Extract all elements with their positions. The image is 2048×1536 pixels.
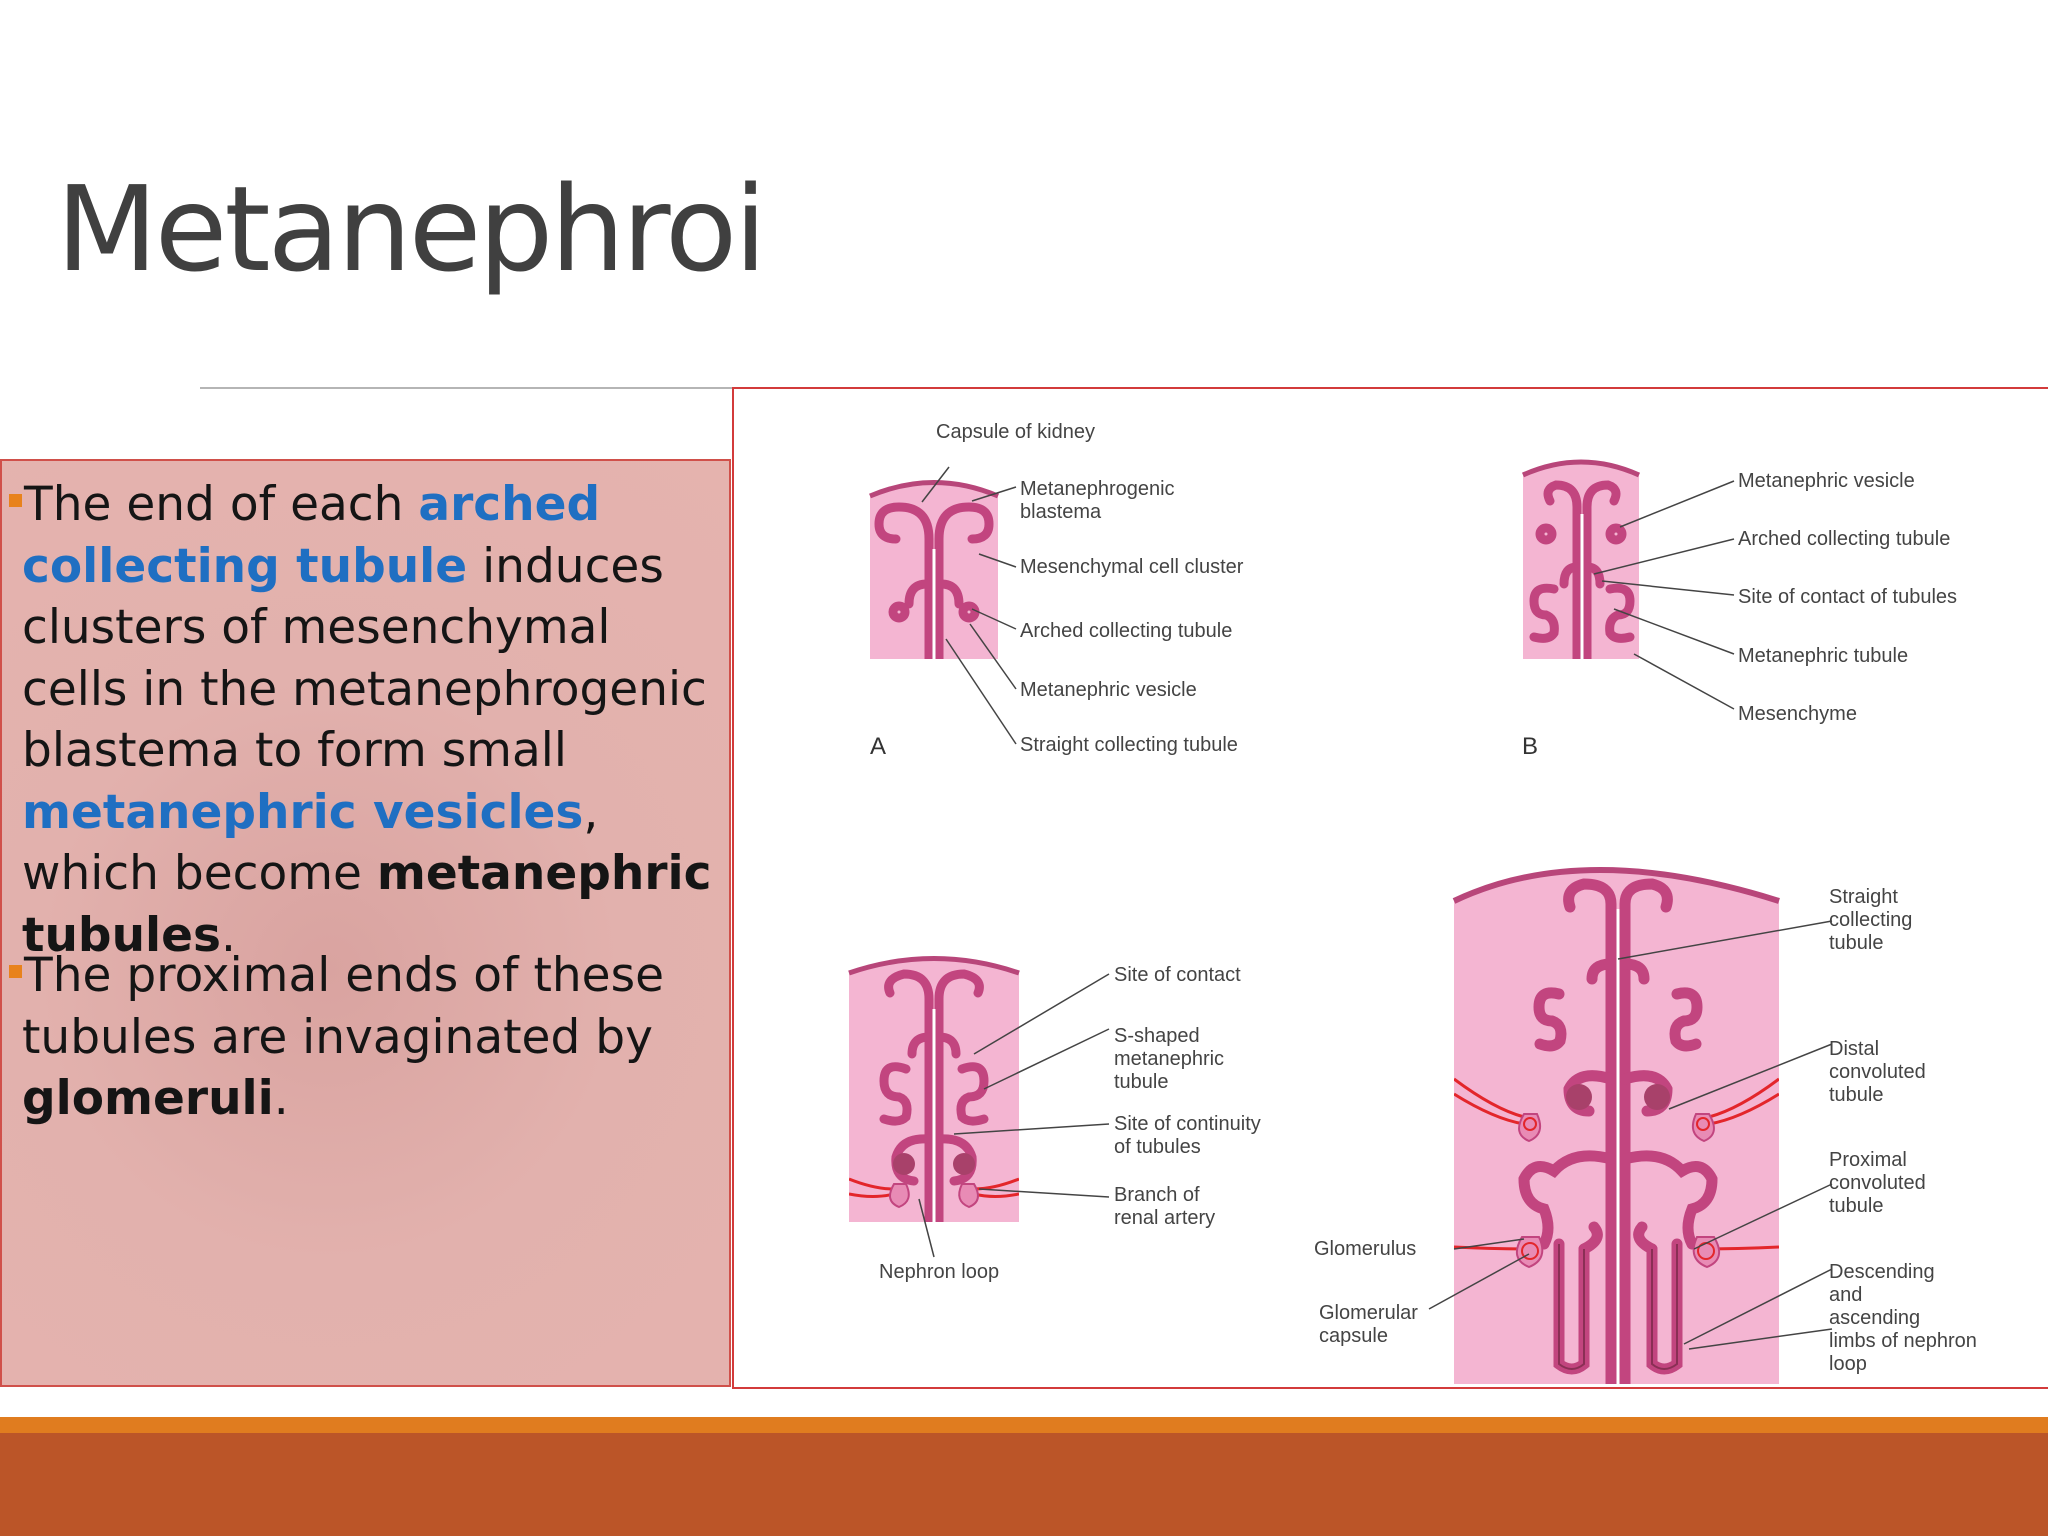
label-straight: Straight	[1829, 886, 1898, 908]
text-run: .	[273, 1071, 289, 1126]
metanephros-figure: Capsule of kidney Metanephrogenic blaste…	[732, 387, 2048, 1389]
footer-bar	[0, 1433, 2048, 1536]
bullet-square-icon	[9, 494, 22, 507]
label-nephron-loop: Nephron loop	[879, 1261, 999, 1283]
nephron-development-diagram: Capsule of kidney Metanephrogenic blaste…	[848, 421, 1977, 1384]
label-s-shaped: S-shaped	[1114, 1025, 1200, 1047]
label-metanephric: metanephric	[1114, 1048, 1224, 1070]
label-metanephric-vesicle: Metanephric vesicle	[1020, 679, 1197, 701]
label-convoluted: convoluted	[1829, 1061, 1926, 1083]
panel-letter-b: B	[1522, 733, 1538, 760]
panel-a: Capsule of kidney Metanephrogenic blaste…	[869, 421, 1244, 760]
label-arched-collecting-tubule: Arched collecting tubule	[1020, 620, 1232, 642]
label-mesenchyme: Mesenchyme	[1738, 703, 1857, 725]
label-capsule-of-kidney: Capsule of kidney	[936, 421, 1095, 443]
label-capsule: capsule	[1319, 1325, 1388, 1347]
text-run: .	[221, 907, 236, 963]
label-loop: loop	[1829, 1353, 1867, 1375]
label-limbs-of-nephron: limbs of nephron	[1829, 1330, 1977, 1352]
label-branch-of: Branch of	[1114, 1184, 1200, 1206]
bullet-point-2: The proximal ends of these tubules are i…	[9, 945, 727, 1130]
panel-b: Metanephric vesicle Arched collecting tu…	[1521, 459, 1957, 760]
label-metanephrogenic: Metanephrogenic	[1020, 478, 1175, 500]
label-and: and	[1829, 1284, 1862, 1306]
label-arched-collecting-tubule-b: Arched collecting tubule	[1738, 528, 1950, 550]
label-tubule: tubule	[1114, 1071, 1169, 1093]
label-tubule-d1: tubule	[1829, 932, 1884, 954]
label-of-tubules: of tubules	[1114, 1136, 1201, 1158]
panel-letter-a: A	[870, 733, 886, 760]
title-divider	[200, 387, 734, 389]
slide-title: Metanephroi	[56, 160, 767, 298]
label-metanephric-tubule: Metanephric tubule	[1738, 645, 1908, 667]
text-run: induces clusters of mesenchymal cells in…	[22, 538, 707, 779]
label-site-of-contact-of-tubules: Site of contact of tubules	[1738, 586, 1957, 608]
label-straight-collecting-tubule: Straight collecting tubule	[1020, 734, 1238, 756]
label-distal: Distal	[1829, 1038, 1879, 1060]
panel-d: Straight collecting tubule Distal convol…	[1314, 867, 1977, 1384]
label-glomerular: Glomerular	[1319, 1302, 1418, 1324]
label-collecting: collecting	[1829, 909, 1912, 931]
text-run: , which become	[22, 784, 599, 902]
bullet-square-icon	[9, 965, 22, 978]
bold-glomeruli: glomeruli	[22, 1071, 274, 1126]
label-convoluted-p: convoluted	[1829, 1172, 1926, 1194]
label-glomerulus: Glomerulus	[1314, 1238, 1416, 1260]
label-site-of-continuity: Site of continuity	[1114, 1113, 1261, 1135]
bullet-text-box: The end of each arched collecting tubule…	[0, 459, 731, 1387]
label-ascending: ascending	[1829, 1307, 1920, 1329]
text-run: The end of each	[24, 477, 419, 532]
label-site-of-contact: Site of contact	[1114, 964, 1241, 986]
label-proximal: Proximal	[1829, 1149, 1907, 1171]
label-tubule-d2: tubule	[1829, 1084, 1884, 1106]
highlight-arched-collecting-tubule: arched collecting tubule	[22, 477, 601, 594]
label-metanephric-vesicle-b: Metanephric vesicle	[1738, 470, 1915, 492]
panel-c: Site of contact S-shaped metanephric tub…	[848, 956, 1261, 1283]
bold-metanephric-tubules: metanephric tubules	[22, 846, 712, 963]
text-run: The proximal ends of these tubules are i…	[22, 948, 664, 1065]
highlight-metanephric-vesicles: metanephric vesicles	[22, 784, 584, 840]
label-mesenchymal-cell-cluster: Mesenchymal cell cluster	[1020, 556, 1244, 578]
label-descending: Descending	[1829, 1261, 1935, 1283]
label-blastema: blastema	[1020, 501, 1102, 523]
label-tubule-d3: tubule	[1829, 1195, 1884, 1217]
label-renal-artery: renal artery	[1114, 1207, 1215, 1229]
footer-accent-stripe	[0, 1417, 2048, 1433]
bullet-point-1: The end of each arched collecting tubule…	[9, 474, 727, 966]
